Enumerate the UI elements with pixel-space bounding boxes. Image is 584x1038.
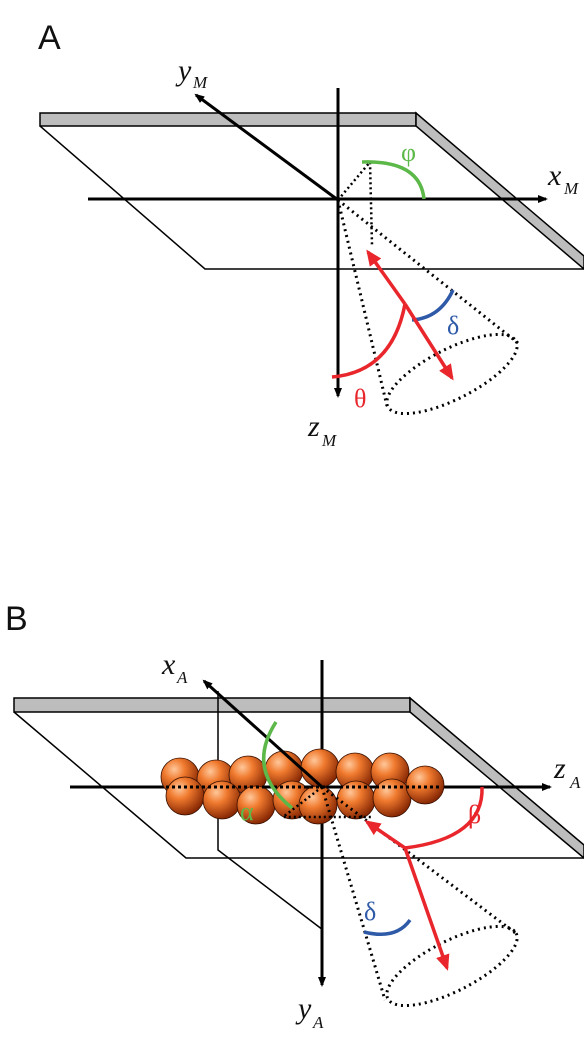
x-axis-label-b: x A: [161, 648, 188, 687]
cone-edge-a-1: [337, 198, 519, 345]
y-axis-a: [194, 93, 339, 202]
x-axis-b: [202, 679, 324, 789]
cone-base-a: [385, 332, 519, 416]
y-axis-label-a-main: y: [175, 54, 192, 87]
filament-beads: [160, 748, 445, 825]
x-axis-label-a-sub: M: [563, 179, 579, 198]
z-axis-label-b: z A: [553, 752, 581, 792]
z-axis-label-a: z M: [307, 410, 337, 450]
y-axis-label-b-main: y: [295, 992, 312, 1025]
bead: [165, 776, 205, 816]
red-vector-b-2: [403, 847, 450, 971]
cone-base-b: [385, 924, 519, 1008]
delta-label-b: δ: [364, 897, 376, 926]
alpha-label: α: [240, 797, 254, 826]
cone-edge-b-2: [320, 786, 387, 1001]
delta-arc-b: [363, 918, 412, 936]
z-axis-label-a-main: z: [307, 410, 320, 443]
panel-b-label: B: [5, 600, 28, 638]
panel-a: A y M x M z M φ: [38, 19, 584, 450]
cone-edge-b-1: [321, 785, 519, 937]
phi-arc: [361, 160, 426, 200]
y-axis-label-a-sub: M: [192, 73, 208, 92]
theta-arc: [331, 303, 407, 379]
perpendicular-plane-b: [217, 691, 324, 931]
z-axis-label-a-sub: M: [321, 431, 337, 450]
y-axis-label-b-sub: A: [312, 1013, 324, 1032]
projection-lines-a: [337, 158, 374, 246]
y-axis-label-b: y A: [295, 992, 324, 1032]
projection-lines-b: [279, 786, 372, 819]
panel-a-label: A: [38, 19, 61, 57]
x-axis-label-a-main: x: [547, 159, 562, 192]
plate-a: [39, 111, 584, 270]
z-axis-label-b-main: z: [553, 752, 566, 785]
theta-label: θ: [354, 384, 366, 413]
red-vector-a-2: [403, 303, 454, 381]
bead: [300, 748, 340, 788]
delta-label-a: δ: [447, 311, 459, 340]
x-axis-label-b-sub: A: [176, 668, 188, 687]
red-vector-a-1: [366, 249, 407, 306]
bead: [298, 785, 338, 825]
x-axis-label-a: x M: [547, 159, 579, 198]
bead: [405, 765, 445, 805]
phi-label: φ: [401, 138, 416, 167]
x-axis-label-b-main: x: [161, 648, 176, 681]
bead: [372, 778, 412, 818]
alpha-arc: [262, 721, 294, 810]
y-axis-label-a: y M: [175, 54, 208, 92]
panel-b: B: [5, 600, 584, 1032]
plate-b: [13, 696, 584, 859]
beta-label: β: [468, 800, 481, 829]
z-axis-label-b-sub: A: [569, 773, 581, 792]
beta-arc: [404, 786, 484, 850]
red-vector-b-1: [364, 820, 406, 850]
